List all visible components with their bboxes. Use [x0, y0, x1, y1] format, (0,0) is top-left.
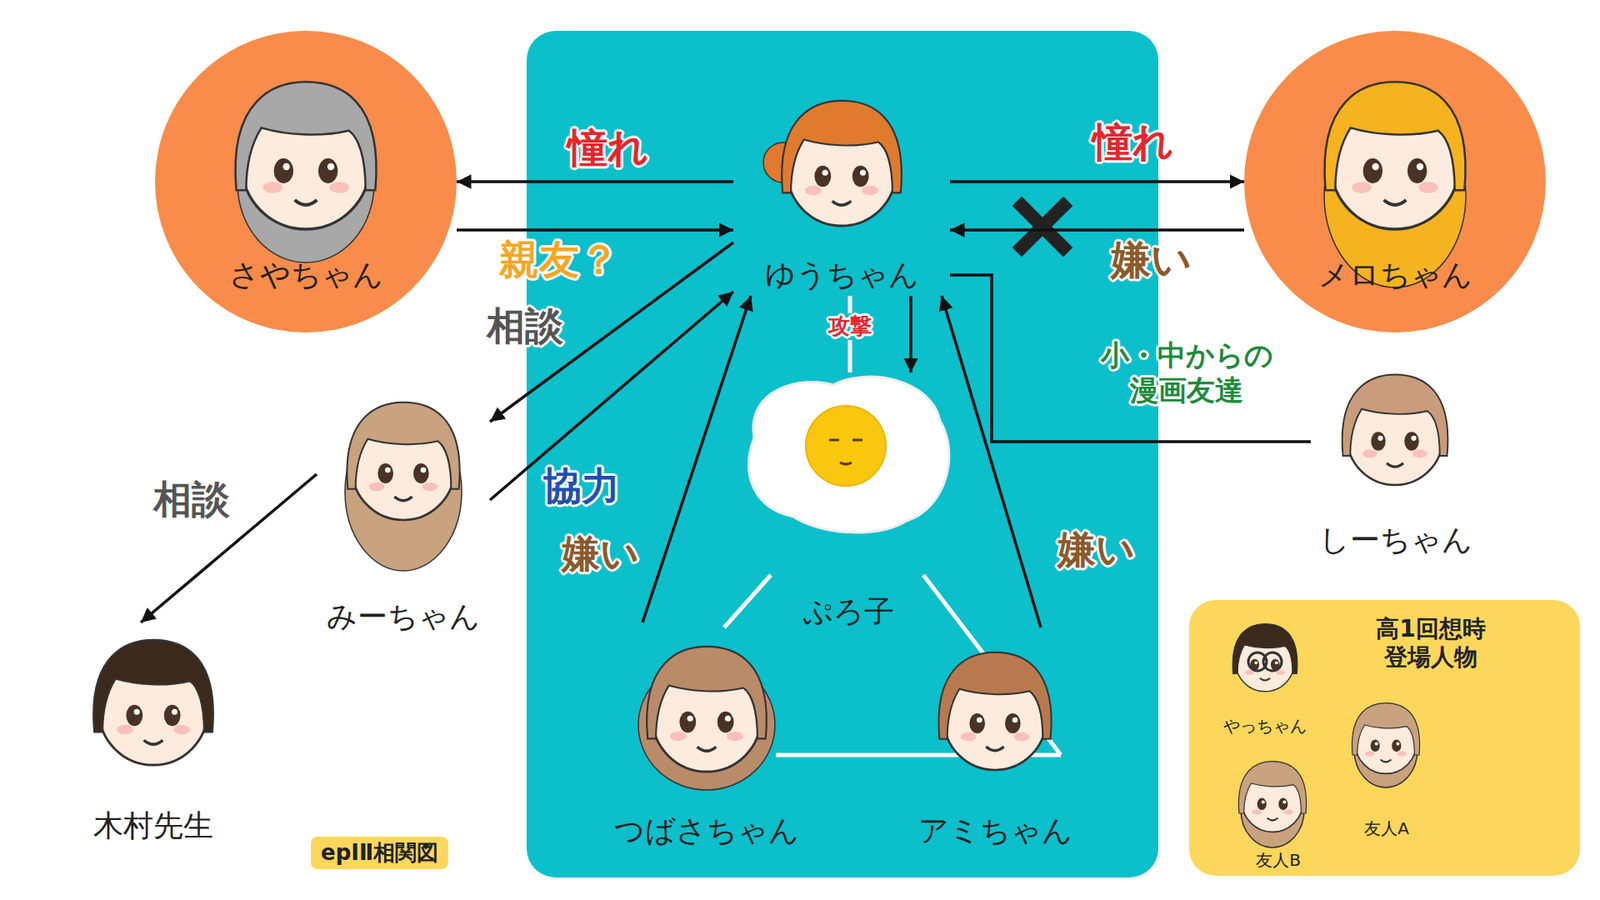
person-name: やっちゃん [1223, 715, 1307, 736]
hair [1342, 375, 1449, 457]
person-name: さやちゃん [229, 256, 384, 293]
hair [1325, 81, 1466, 190]
box-heading: 高1回想時 登場人物 [1347, 615, 1515, 671]
relation-label: 相談 [153, 476, 230, 523]
hair [1232, 624, 1298, 675]
person-circle: さやちゃん [155, 30, 457, 333]
hair [646, 646, 767, 740]
person-figure: みーちゃん [316, 367, 490, 638]
person-figure: 木村先生 [55, 622, 251, 847]
relation-label: 小・中からの 漫画友達 [1078, 337, 1295, 409]
hair [1238, 761, 1306, 814]
person-name: ゆうちゃん [765, 256, 920, 293]
person-name: つばさちゃん [614, 812, 800, 849]
egg-figure: ぷろ子 [737, 372, 959, 633]
person-circle: メロちゃん [1244, 30, 1546, 333]
person-name: 木村先生 [93, 807, 214, 844]
person-name: しーちゃん [1319, 521, 1473, 558]
person-name: 友人B [1255, 850, 1301, 870]
relation-label: 相談 [486, 303, 564, 350]
hair [1351, 703, 1420, 755]
person-figure: しーちゃん [1310, 362, 1480, 561]
egg-face [829, 440, 863, 465]
person-figure: 友人A [1336, 689, 1437, 842]
recall-box: 高1回想時 登場人物やっちゃん友人A 友人B [1189, 600, 1580, 876]
person-figure: 友人B [1224, 741, 1333, 874]
episode-tag: epⅠⅡ相関図 [310, 836, 449, 870]
person-name: アミちゃん [918, 812, 1073, 849]
orange-circle [155, 30, 457, 333]
relation-arrow [950, 180, 1245, 184]
person-name: みーちゃん [326, 598, 480, 635]
egg-yolk [805, 405, 886, 486]
panel-ground [526, 30, 1159, 878]
hair [938, 652, 1051, 740]
relation-arrow [140, 474, 317, 623]
person-figure: ゆうちゃん [733, 81, 950, 296]
hair [781, 100, 902, 194]
relation-label: 嫌い [561, 530, 640, 577]
person-name: ぷろ子 [802, 593, 895, 630]
relation-label: 憧れ [1092, 118, 1174, 167]
recall-box-ground [1189, 600, 1580, 876]
relation-arrow [642, 295, 751, 623]
relation-label: 嫌い [1057, 526, 1135, 573]
person-name: 友人A [1364, 818, 1410, 839]
cross-mark [1021, 205, 1064, 248]
person-figure: つばさちゃん [607, 622, 806, 852]
glasses [1248, 652, 1282, 671]
person-figure: アミちゃん [898, 627, 1092, 852]
relation-label: 親友？ [499, 235, 620, 285]
relation-label: 攻撃 [825, 313, 875, 340]
relation-arrow [456, 228, 734, 232]
relation-label: 憧れ [567, 124, 649, 173]
relation-label: 嫌い [1110, 235, 1192, 285]
relation-arrow [456, 180, 734, 184]
egg-white [749, 376, 950, 533]
relation-arrow [950, 228, 1245, 232]
hair [346, 402, 460, 490]
person-name: メロちゃん [1318, 256, 1473, 293]
orange-circle [1244, 30, 1546, 333]
person-figure: やっちゃん [1216, 612, 1314, 738]
hair [93, 640, 214, 733]
relation-label: 協力 [543, 463, 620, 510]
relation-arrow [950, 275, 1311, 442]
hair [235, 81, 377, 190]
relation-arrow [909, 295, 913, 373]
